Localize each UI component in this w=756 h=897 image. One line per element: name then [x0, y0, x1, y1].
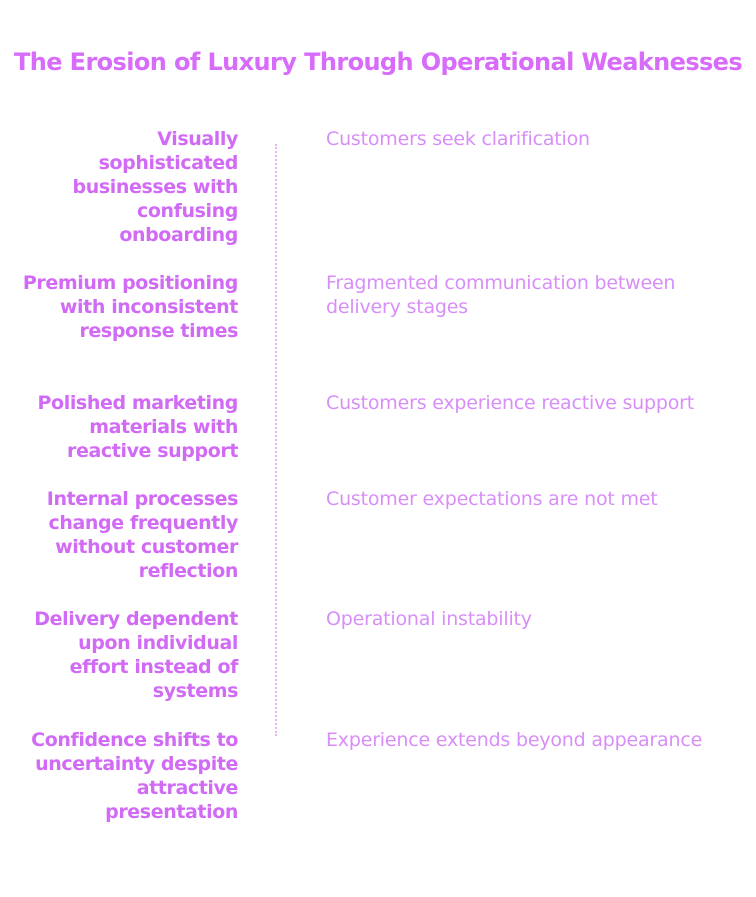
- diagram-title: The Erosion of Luxury Through Operationa…: [13, 48, 743, 76]
- cause-text: Confidence shifts to uncertainty despite…: [31, 729, 238, 823]
- cause-text: Delivery dependent upon individual effor…: [34, 608, 238, 702]
- effect-text: Customers experience reactive support: [326, 392, 694, 414]
- cause-text: Internal processes change frequently wit…: [46, 488, 239, 582]
- effect-text: Customers seek clarification: [326, 128, 590, 150]
- effect-text: Customer expectations are not met: [326, 488, 658, 510]
- effect-text: Operational instability: [326, 608, 532, 630]
- effect-text: Fragmented communication between deliver…: [326, 272, 676, 318]
- effect-text: Experience extends beyond appearance: [326, 729, 703, 751]
- cause-text: Premium positioning with inconsistent re…: [22, 272, 239, 342]
- center-divider: [275, 144, 277, 736]
- cause-text: Visually sophisticated businesses with c…: [72, 128, 239, 246]
- cause-text: Polished marketing materials with reacti…: [37, 392, 239, 462]
